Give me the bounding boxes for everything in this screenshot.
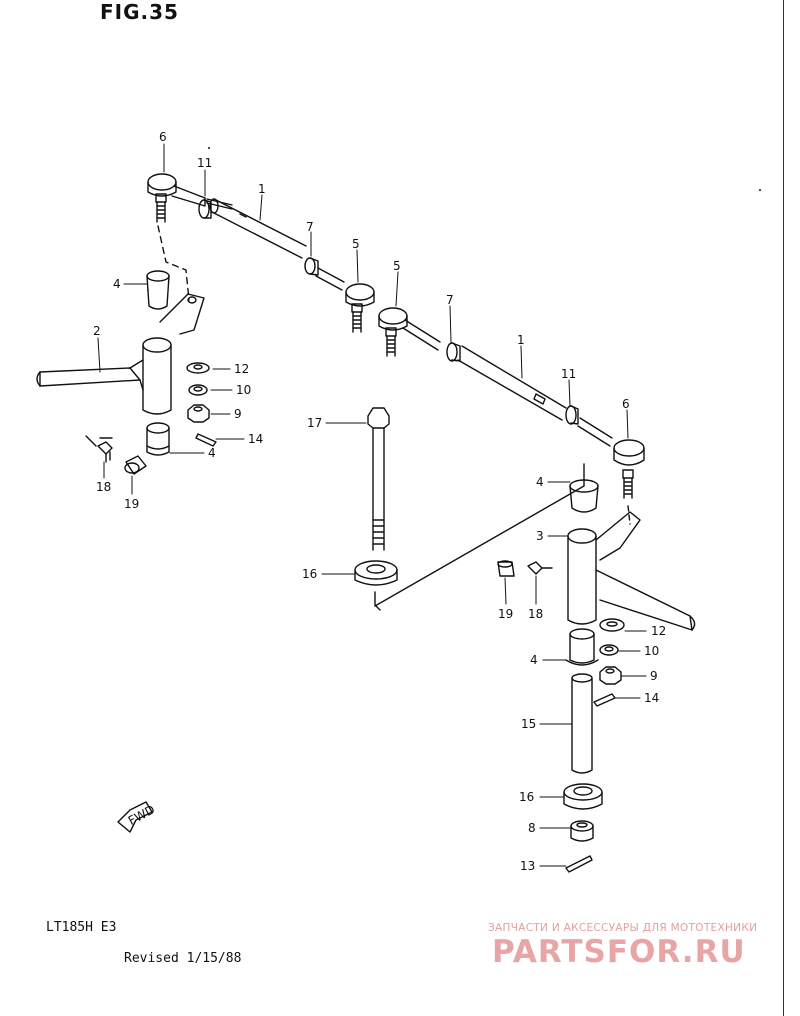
callout-10-left: 10 (236, 383, 251, 397)
callout-1-right: 1 (517, 333, 525, 347)
callout-3: 3 (536, 529, 544, 543)
callout-12-left: 12 (234, 362, 249, 376)
left-knuckle-assembly (36, 225, 217, 475)
callout-18-left: 18 (96, 480, 111, 494)
lock-nut-right-11 (565, 405, 579, 425)
callout-9-right: 9 (650, 669, 658, 683)
callout-4-upper-left: 4 (113, 277, 121, 291)
tie-rod-end-left (147, 173, 233, 223)
page-edge-border (783, 0, 800, 1016)
callout-15: 15 (521, 717, 536, 731)
tie-rod-end-right-6 (613, 439, 645, 499)
callout-17: 17 (307, 416, 322, 430)
bushing-lower-right-4 (565, 628, 599, 666)
nut-left-9 (187, 404, 210, 423)
callout-18-right: 18 (528, 607, 543, 621)
watermark-logo: PARTSFOR.RU (492, 934, 746, 970)
right-tie-rod-assembly (378, 307, 645, 499)
forward-arrow: FWD (117, 801, 157, 833)
callout-1-left: 1 (258, 182, 266, 196)
cap-left-19 (124, 455, 147, 475)
grease-nipple-left-18 (85, 435, 113, 463)
watermark-tagline: ЗАПЧАСТИ И АКСЕССУАРЫ ДЛЯ МОТОТЕХНИКИ (488, 922, 758, 934)
bushing-upper-right-4 (569, 479, 599, 513)
callout-13: 13 (520, 859, 535, 873)
cotter-pin-right-14 (593, 693, 616, 707)
callout-6-left: 6 (159, 130, 167, 144)
tie-rod-right-1 (457, 345, 567, 421)
figure-title: FIG.35 (100, 0, 179, 24)
model-label: LT185H E3 (46, 920, 117, 935)
shaft-15 (571, 673, 593, 774)
left-tie-rod-assembly (147, 173, 375, 333)
callout-11-right: 11 (561, 367, 576, 381)
callout-10-right: 10 (644, 644, 659, 658)
callout-5-right: 5 (393, 259, 401, 273)
callout-5-left: 5 (352, 237, 360, 251)
leader-lines (97, 143, 647, 867)
callout-9-left: 9 (234, 407, 242, 421)
washer-16-lower (563, 783, 603, 810)
callout-7-left: 7 (306, 220, 314, 234)
callout-12-right: 12 (651, 624, 666, 638)
nut-8 (570, 820, 594, 842)
tie-rod-end-left-5 (345, 283, 375, 333)
callout-2: 2 (93, 324, 101, 338)
grease-nipple-right-18 (527, 561, 553, 575)
bushing-lower-left-4 (146, 422, 170, 456)
bushing-upper-left-4 (146, 270, 170, 310)
tie-rod-end-right-5 (378, 307, 441, 357)
revised-date: Revised 1/15/88 (124, 951, 242, 966)
washer-left-12 (186, 362, 210, 374)
callout-4-upper-right: 4 (536, 475, 544, 489)
callout-4-lower-left: 4 (208, 446, 216, 460)
nut-right-9 (599, 666, 622, 685)
cap-right-19 (497, 560, 515, 577)
callout-19-right: 19 (498, 607, 513, 621)
washer-right-10 (599, 644, 619, 656)
callout-19-left: 19 (124, 497, 139, 511)
washer-right-12 (599, 618, 625, 632)
fwd-label: FWD (126, 802, 157, 828)
lock-nut-right-7 (446, 342, 461, 362)
tie-rod-left-1 (209, 198, 307, 259)
bolt-17 (367, 407, 390, 551)
callout-4-lower-right: 4 (530, 653, 538, 667)
cotter-pin-13 (565, 855, 593, 873)
knuckle-right-3 (567, 511, 696, 631)
callout-16-lower: 16 (519, 790, 534, 804)
scan-specks (147, 147, 761, 291)
callout-16-upper: 16 (302, 567, 317, 581)
callout-8: 8 (528, 821, 536, 835)
callout-11-left: 11 (197, 156, 212, 170)
callout-6-right: 6 (622, 397, 630, 411)
right-knuckle-assembly (497, 479, 696, 873)
callout-7-right: 7 (446, 293, 454, 307)
washer-left-10 (188, 384, 208, 396)
cotter-pin-left-14 (195, 433, 217, 447)
lock-nut-left-7 (304, 257, 319, 276)
callout-14-left: 14 (248, 432, 263, 446)
knuckle-arm-left-2 (36, 293, 205, 415)
washer-16-upper (354, 560, 398, 586)
callout-14-right: 14 (644, 691, 659, 705)
